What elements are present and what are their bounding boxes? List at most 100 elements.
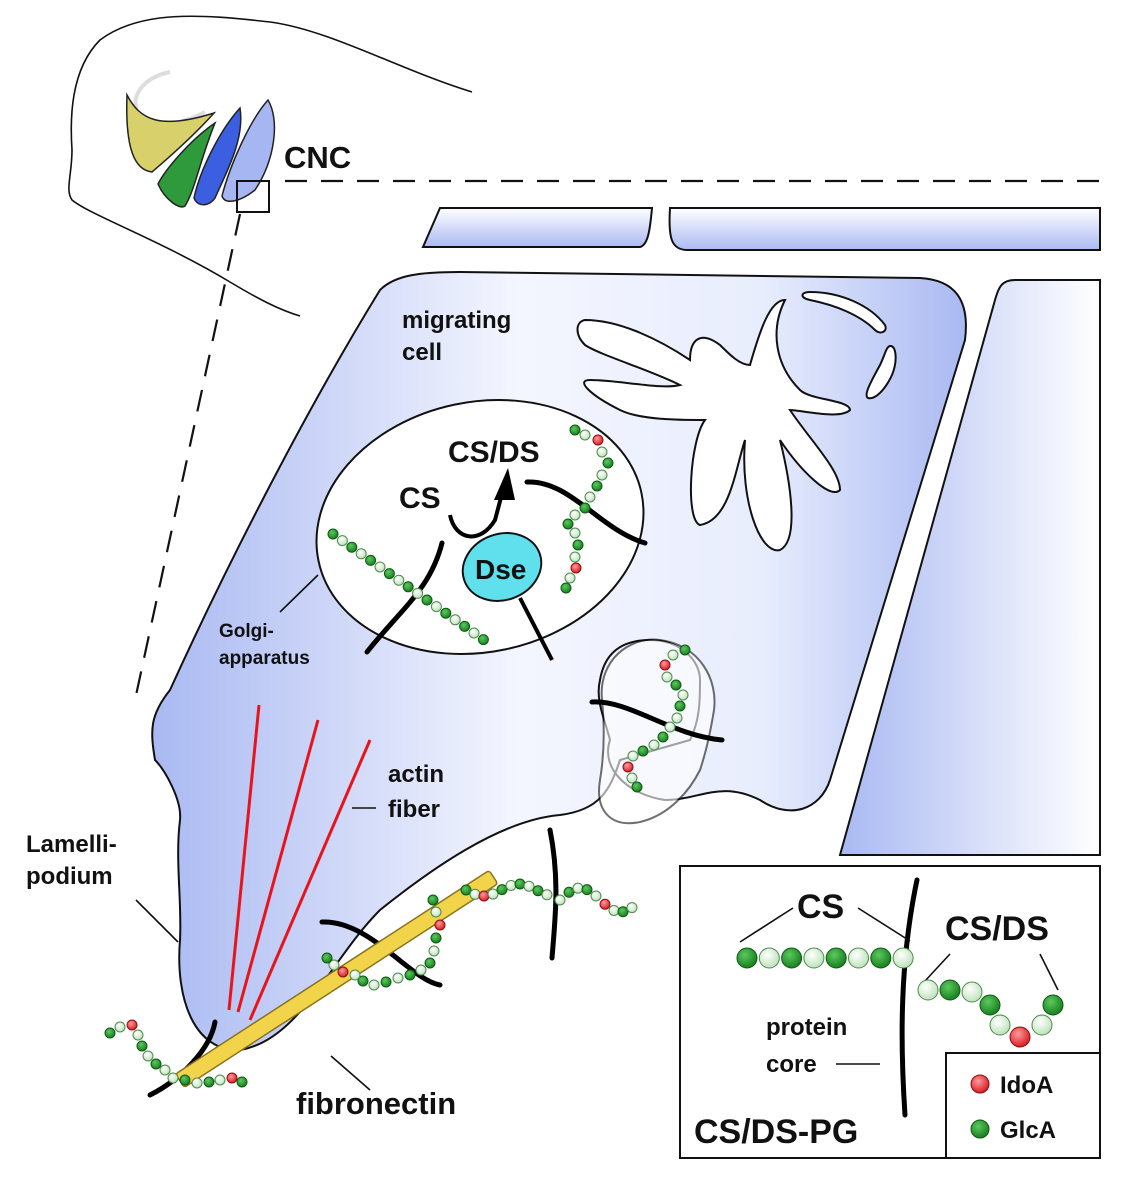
sugar-bead-other xyxy=(569,527,581,539)
sugar-bead-glca xyxy=(104,1027,116,1039)
golgi-organelle xyxy=(576,298,852,552)
zoom-line-diagonal xyxy=(133,213,242,701)
sugar-bead-glca xyxy=(459,620,471,632)
actin-fibers xyxy=(227,704,372,1021)
sugar-bead-other xyxy=(167,1072,179,1084)
migrating-cell-label-1: migrating xyxy=(402,307,511,334)
sugar-bead-glca xyxy=(380,976,392,988)
sugar-bead-other xyxy=(554,894,566,906)
sugar-bead-idoa xyxy=(592,434,604,446)
sugar-bead-other xyxy=(523,880,535,892)
sugar-bead-other xyxy=(626,902,638,914)
sugar-bead-glca xyxy=(421,594,433,606)
cnc-stream-lightblue xyxy=(221,98,276,202)
sugar-bead-glca xyxy=(150,1058,162,1070)
inset-protein-label-1: protein xyxy=(766,1014,847,1041)
sugar-bead-other xyxy=(412,587,424,599)
sugar-bead-other xyxy=(214,1074,226,1086)
legend: IdoA GlcA xyxy=(970,1072,1056,1144)
sugar-bead-other xyxy=(191,1077,203,1089)
sugar-bead-glca xyxy=(825,947,847,969)
neighbor-cell-top-right xyxy=(668,207,1101,251)
lamellipodium-label-2: podium xyxy=(26,863,113,890)
legend-label-idoa: IdoA xyxy=(1000,1072,1053,1099)
sugar-bead-idoa xyxy=(570,562,582,574)
sugar-bead-glca xyxy=(179,1074,191,1086)
sugar-bead-glca xyxy=(477,634,489,646)
sugar-bead-glca xyxy=(617,906,629,918)
sugar-bead-glca xyxy=(357,975,369,987)
sugar-bead-glca xyxy=(736,947,758,969)
sugar-bead-other xyxy=(608,904,620,916)
inset-csds-label: CS/DS xyxy=(945,910,1049,948)
golgi-label-2: apparatus xyxy=(219,648,310,669)
sugar-bead-other xyxy=(596,469,608,481)
sugar-bead-other xyxy=(677,689,689,701)
dse-label: Dse xyxy=(475,554,526,585)
sugar-bead-glca xyxy=(674,700,686,712)
sugar-bead-other xyxy=(572,882,584,894)
sugar-bead-other xyxy=(469,888,481,900)
zoom-box xyxy=(236,180,270,213)
sugar-bead-idoa xyxy=(622,761,634,773)
sugar-bead-other xyxy=(541,889,553,901)
sugar-bead-glca xyxy=(383,568,395,580)
sugar-bead-glca xyxy=(460,884,472,896)
actin-label-2: fiber xyxy=(388,796,440,823)
sugar-bead-glca xyxy=(236,1076,248,1088)
legend-label-glca: GlcA xyxy=(1000,1117,1056,1144)
sugar-bead-glca xyxy=(939,979,961,1001)
conversion-arrow xyxy=(448,489,505,539)
sugar-bead-other xyxy=(590,890,602,902)
inset-protein-label-2: core xyxy=(766,1051,817,1078)
sugar-bead-glca xyxy=(657,731,669,743)
sugar-bead-other xyxy=(159,1064,171,1076)
sugar-bead-idoa xyxy=(126,1019,138,1031)
inset-cs-leader-left xyxy=(739,907,794,943)
embryo-head-outline xyxy=(68,15,473,317)
sugar-bead-glca xyxy=(562,518,574,530)
sugar-bead-other xyxy=(415,964,427,976)
inset-title: CS/DS-PG xyxy=(694,1113,858,1151)
sugar-bead-other xyxy=(487,888,499,900)
sugar-bead-glca xyxy=(1042,994,1064,1016)
inset-protein-core xyxy=(899,877,920,1118)
sugar-bead-other xyxy=(989,1014,1011,1036)
sugar-bead-other xyxy=(328,959,340,971)
sugar-bead-other xyxy=(355,548,367,560)
cnc-stream-green xyxy=(157,120,217,208)
sugar-bead-other xyxy=(428,945,440,957)
sugar-bead-other xyxy=(661,671,673,683)
sugar-bead-idoa xyxy=(337,966,349,978)
sugar-bead-other xyxy=(564,572,576,584)
sugar-bead-glca xyxy=(560,582,572,594)
sugar-bead-glca xyxy=(781,947,803,969)
sugar-bead-glca xyxy=(365,554,377,566)
sugar-bead-other xyxy=(664,721,676,733)
cnc-label: CNC xyxy=(284,140,351,175)
sugar-bead-glca xyxy=(402,581,414,593)
inset-cs-leader-right xyxy=(857,907,911,942)
sugar-bead-other xyxy=(671,712,683,724)
inset-cs-label: CS xyxy=(797,888,844,926)
mito-fragment-1 xyxy=(801,290,887,334)
sugar-bead-other xyxy=(336,535,348,547)
fibronectin-label: fibronectin xyxy=(296,1086,456,1121)
sugar-bead-glca xyxy=(591,480,603,492)
conversion-arrowhead-icon xyxy=(494,468,515,500)
sugar-bead-other xyxy=(1031,1014,1053,1036)
sugar-bead-idoa xyxy=(1009,1026,1031,1048)
sugar-bead-other xyxy=(368,979,380,991)
sugar-bead-idoa xyxy=(599,898,611,910)
actin-fiber xyxy=(248,739,372,1021)
mito-fragment-2 xyxy=(865,345,897,400)
dse-enzyme xyxy=(461,532,543,602)
golgi-core-left xyxy=(364,540,445,655)
sugar-bead-glca xyxy=(321,952,333,964)
legend-box xyxy=(945,1052,1101,1159)
sugar-bead-glca xyxy=(424,957,436,969)
cs-golgi-label: CS xyxy=(399,482,441,515)
sugar-bead-glca xyxy=(427,894,439,906)
bleb-core xyxy=(589,699,725,743)
sugar-bead-other xyxy=(848,947,869,969)
